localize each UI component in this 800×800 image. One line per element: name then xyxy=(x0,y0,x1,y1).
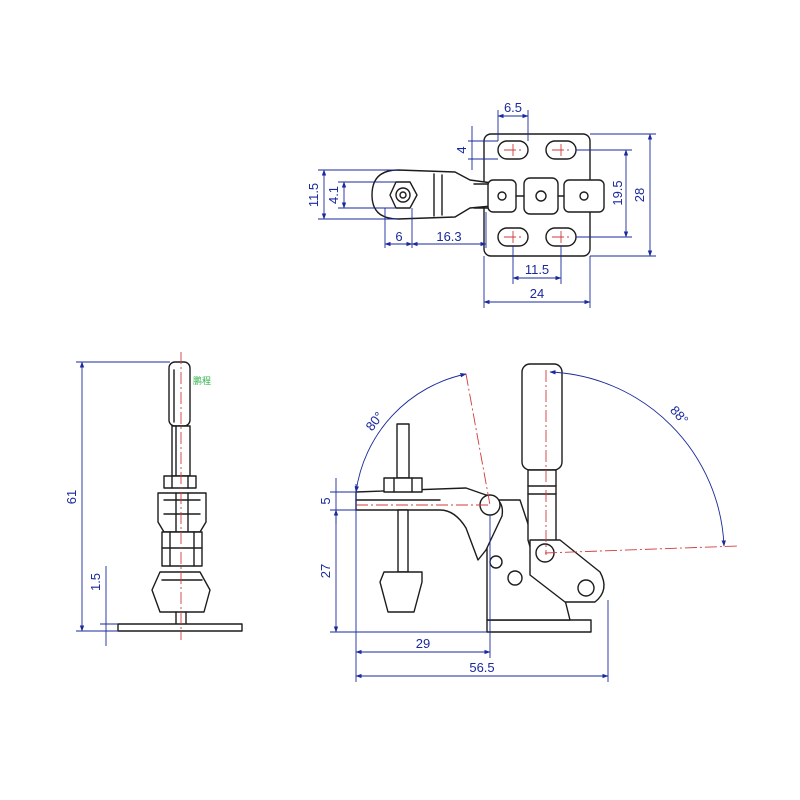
top-slot-centermarks xyxy=(504,144,570,243)
front-clamp-arm xyxy=(355,487,504,561)
side-view: 61 1.5 鹏程 xyxy=(64,352,243,646)
top-dim-hole-spacing-y: 19.5 xyxy=(610,180,625,205)
top-dim-hole-spacing-x: 11.5 xyxy=(525,262,549,277)
top-slot-hole xyxy=(497,140,529,160)
side-dim-base-thickness: 1.5 xyxy=(88,573,103,591)
front-hex-nut xyxy=(383,477,423,493)
front-dim-arm-height: 27 xyxy=(318,564,333,578)
front-dim-arm-thickness: 5 xyxy=(318,497,333,504)
top-dim-hole-dia: 4.1 xyxy=(326,186,341,204)
front-handle-grip xyxy=(521,363,563,471)
front-pressure-tip xyxy=(379,571,423,613)
side-bracket xyxy=(157,492,207,533)
front-angle-arm: 80° xyxy=(362,409,386,434)
side-handle-grip xyxy=(168,361,191,427)
front-dim-overall-length: 56.5 xyxy=(469,660,494,675)
front-spindle-rod xyxy=(396,423,410,479)
top-dim-offset-b: 16.3 xyxy=(436,229,461,244)
front-dim-spindle-reach: 29 xyxy=(416,636,430,651)
top-dim-slot-height: 4 xyxy=(454,146,469,153)
front-base-plate xyxy=(486,619,592,633)
top-pivot-link xyxy=(563,179,605,213)
top-dim-base-width: 24 xyxy=(530,286,544,301)
top-pivot-link xyxy=(523,177,559,215)
front-angle-arc-arm xyxy=(354,373,467,493)
top-dim-slot-pitch-x: 6.5 xyxy=(504,100,522,115)
top-view: 6.5 4 11.5 4.1 6 16.3 19.5 28 xyxy=(306,100,656,308)
front-view: 80° 88° 5 27 29 56.5 xyxy=(318,363,739,682)
top-dim-offset-a: 6 xyxy=(395,229,402,244)
side-base-plate xyxy=(117,623,243,632)
side-note-mark: 鹏程 xyxy=(193,375,211,386)
top-pivot-link xyxy=(487,179,517,213)
top-dim-base-length: 28 xyxy=(632,188,647,202)
side-link xyxy=(161,531,203,567)
front-angle-handle: 88° xyxy=(667,403,691,428)
side-dim-total-height: 61 xyxy=(64,490,79,504)
front-angle-arc-handle xyxy=(549,370,726,547)
side-nut xyxy=(163,475,197,489)
top-dim-arm-width: 11.5 xyxy=(306,183,321,207)
front-spindle-shaft xyxy=(397,509,409,573)
